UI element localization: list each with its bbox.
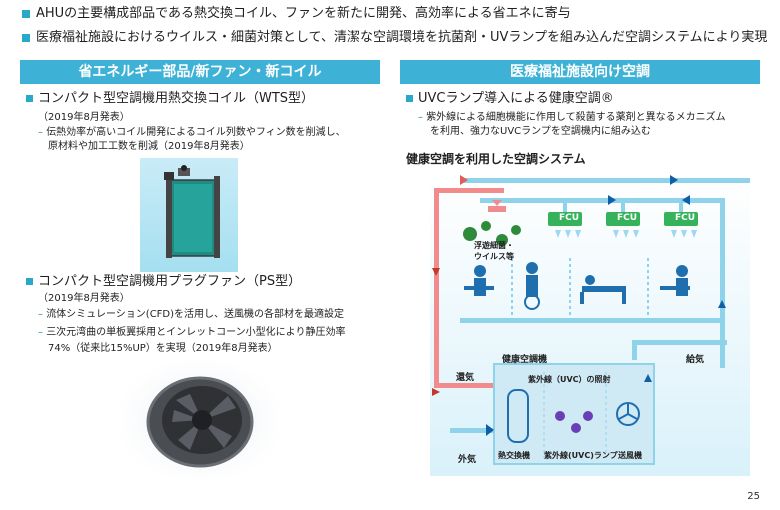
heat-exchanger-label: 熱交換機 <box>498 451 530 460</box>
virus-label-2: ウイルス等 <box>474 252 514 261</box>
coil-image <box>140 158 238 272</box>
diagram-title: 健康空調を利用した空調システム <box>406 152 586 166</box>
header-bullet-2: 医療福祉施設におけるウイルス・細菌対策として、清潔な空調環境を抗菌剤・UVランプ… <box>36 30 768 45</box>
fan-title: コンパクト型空調機用プラグファン（PS型） <box>38 274 302 289</box>
fcu-label-2: FCU <box>616 213 638 223</box>
fan-detail-1: – 流体シミュレーション(CFD)を活用し、送風機の各部材を最適設定 <box>38 309 345 320</box>
coil-title: コンパクト型空調機用熱交換コイル（WTS型） <box>38 91 315 106</box>
coil-detail-1: – 伝熱効率が高いコイル開発によるコイル列数やフィン数を削減し、 <box>38 127 346 138</box>
fan-image <box>120 360 280 480</box>
fcu-label-3: FCU <box>674 213 696 223</box>
right-section-title: 医療福祉施設向け空調 <box>400 60 760 84</box>
coil-date: （2019年8月発表） <box>38 112 130 123</box>
fan-detail-3: 74%（従来比15%UP）を実現（2019年8月発表） <box>48 343 278 354</box>
unit-label: 健康空調機 <box>502 355 548 365</box>
fcu-label-1: FCU <box>558 213 580 223</box>
page-number: 25 <box>747 491 760 502</box>
return-air-label: 還気 <box>456 373 475 383</box>
fan-date: （2019年8月発表） <box>38 293 130 304</box>
header-bullet-1: AHUの主要構成部品である熱交換コイル、ファンを新たに開発、高効率による省エネに… <box>36 6 571 21</box>
header-bullet-icon <box>22 10 30 18</box>
virus-label-1: 浮遊細菌・ <box>474 241 514 250</box>
uvc-lamp-label: 紫外線(UVC)ランプ <box>544 451 618 460</box>
outside-air-label: 外気 <box>458 455 477 465</box>
item-bullet-icon <box>26 278 33 285</box>
item-bullet-icon <box>406 95 413 102</box>
item-bullet-icon <box>26 95 33 102</box>
header-bullet-icon <box>22 34 30 42</box>
uvc-detail-2: を利用、強力なUVCランプを空調機内に組み込む <box>430 126 651 137</box>
supply-air-label: 給気 <box>686 355 705 365</box>
blower-label: 送風機 <box>618 451 642 460</box>
left-section-title: 省エネルギー部品/新ファン・新コイル <box>20 60 380 84</box>
uvc-irradiation-label: 紫外線（UVC）の照射 <box>528 375 611 384</box>
uvc-title: UVCランプ導入による健康空調® <box>418 91 614 106</box>
hvac-system-diagram <box>432 175 750 465</box>
uvc-detail-1: – 紫外線による細胞機能に作用して殺菌する薬剤と異なるメカニズム <box>418 112 726 123</box>
fan-detail-2: – 三次元湾曲の単板翼採用とインレットコーン小型化により静圧効率 <box>38 327 346 338</box>
coil-detail-2: 原材料や加工工数を削減（2019年8月発表） <box>48 141 250 152</box>
